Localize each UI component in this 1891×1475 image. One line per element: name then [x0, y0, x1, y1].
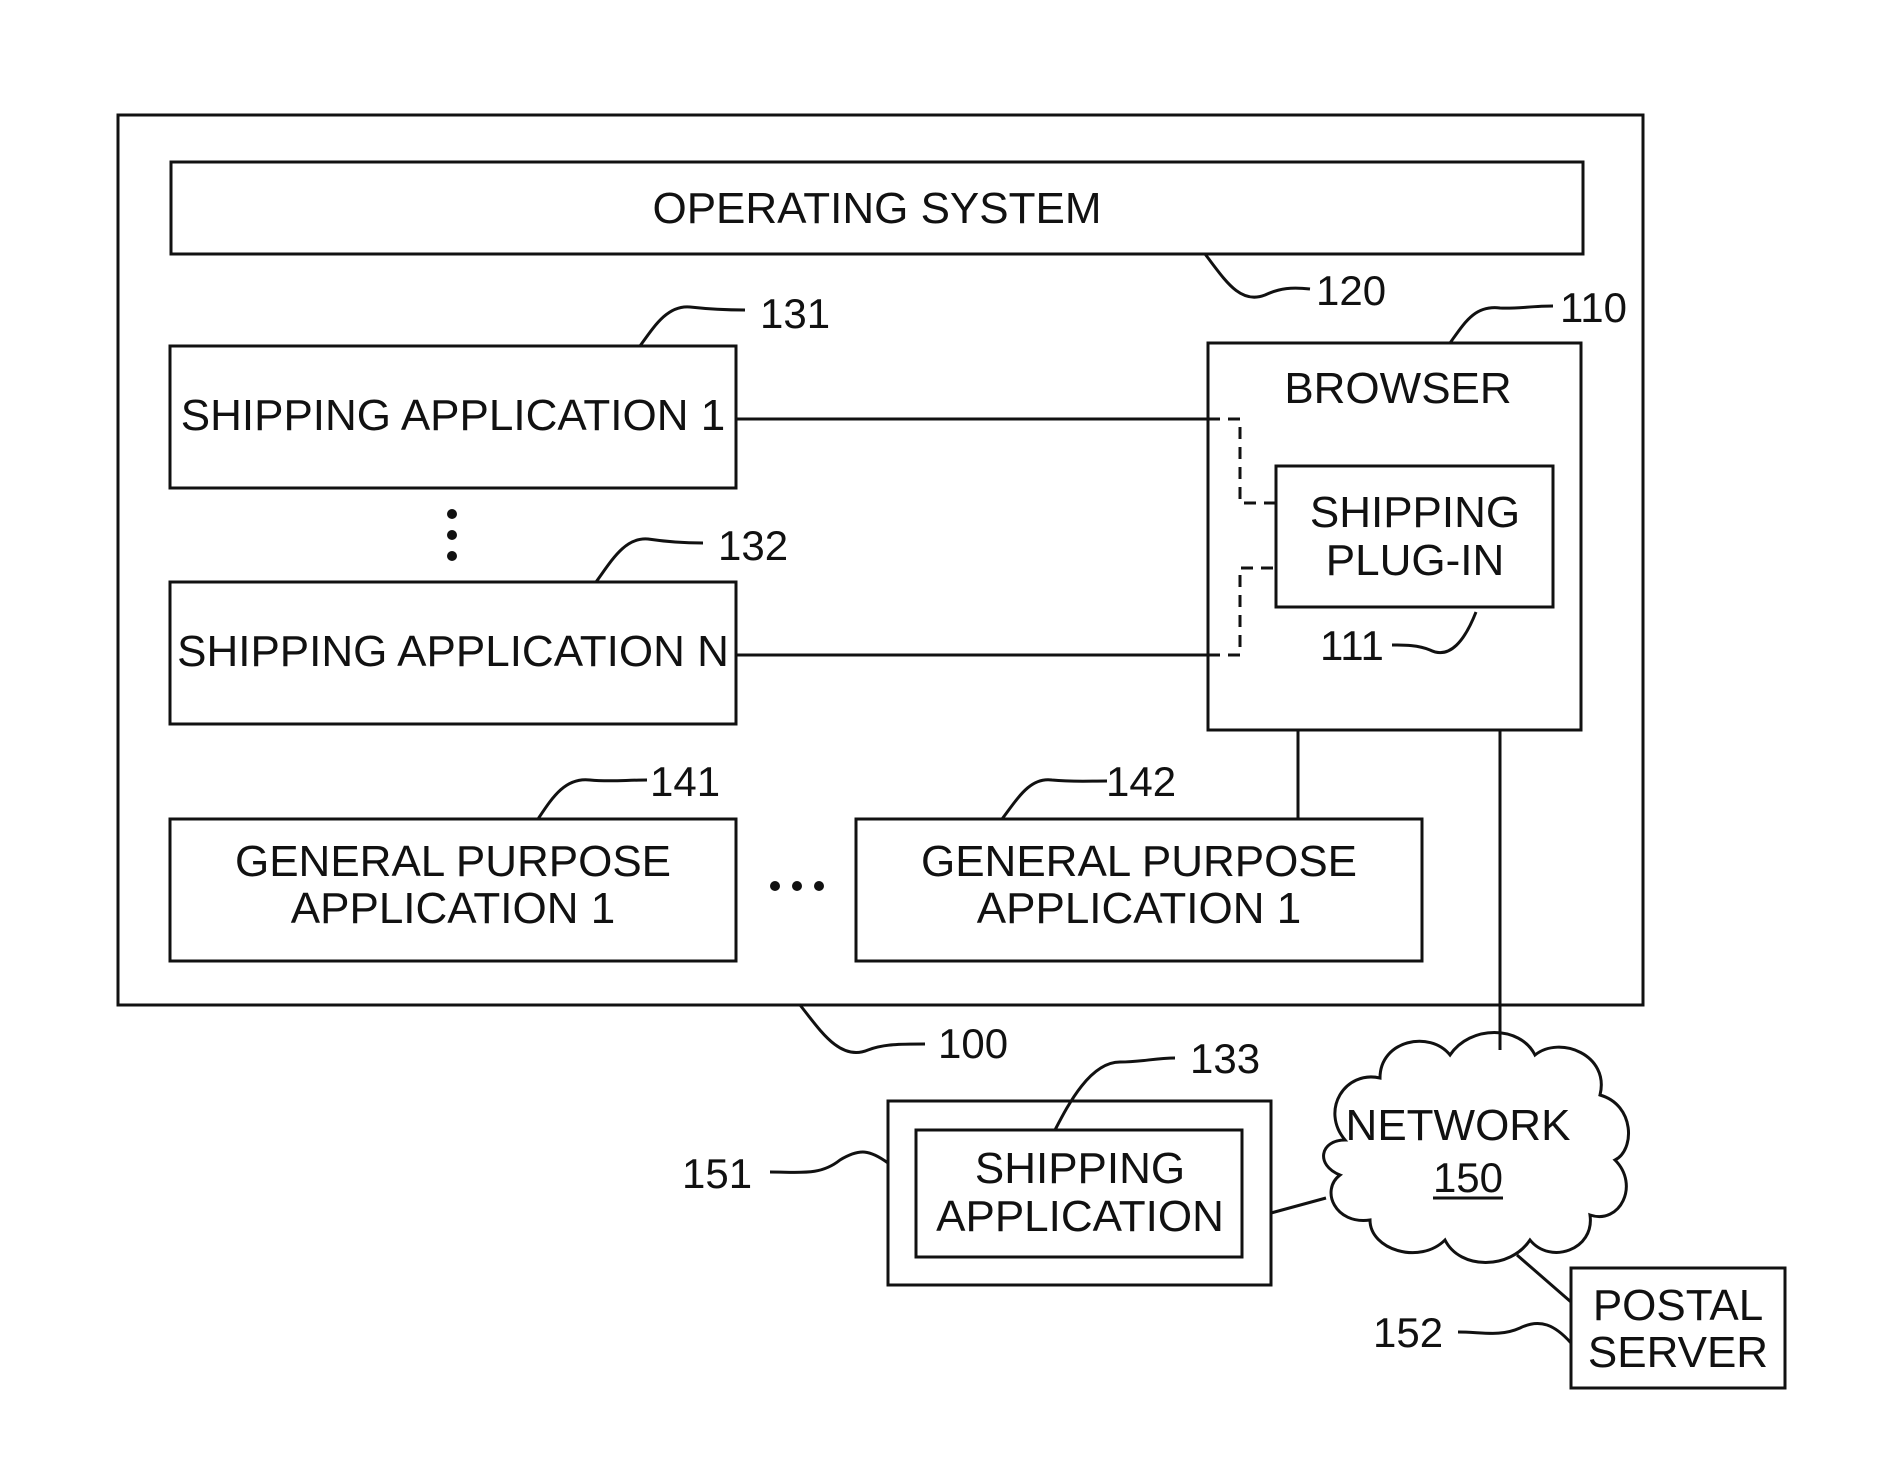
vertical-ellipsis	[447, 509, 457, 561]
operating-system-label: OPERATING SYSTEM	[652, 184, 1101, 233]
ref-110: 110	[1560, 284, 1627, 331]
remote-shipping-app-label-line2: APPLICATION	[936, 1192, 1224, 1241]
general-app-a-label-line2: APPLICATION 1	[291, 884, 615, 933]
ref-152: 152	[1373, 1309, 1443, 1356]
plugin-label-line2: PLUG-IN	[1326, 536, 1504, 585]
leader-110	[1450, 306, 1553, 343]
postal-server-label-line2: SERVER	[1588, 1328, 1768, 1377]
ref-100: 100	[938, 1020, 1008, 1067]
ref-132: 132	[718, 522, 788, 569]
leader-120	[1205, 254, 1310, 297]
leader-152	[1458, 1323, 1571, 1343]
leader-131	[640, 307, 745, 346]
shipping-app-1-label: SHIPPING APPLICATION 1	[181, 391, 725, 440]
leader-132	[596, 539, 703, 582]
ref-111: 111	[1320, 622, 1384, 669]
leader-100	[800, 1005, 925, 1053]
leader-142	[1002, 780, 1107, 819]
ref-131: 131	[760, 290, 830, 337]
horizontal-ellipsis	[770, 881, 824, 891]
plugin-dashed-route-1	[1208, 419, 1276, 503]
general-app-a-label-line1: GENERAL PURPOSE	[235, 837, 671, 886]
plugin-dashed-route-2	[1208, 568, 1276, 655]
ref-142: 142	[1106, 758, 1176, 805]
browser-label: BROWSER	[1284, 364, 1511, 413]
network-label: NETWORK	[1346, 1101, 1571, 1150]
plugin-label-line1: SHIPPING	[1310, 488, 1520, 537]
ref-141: 141	[650, 758, 720, 805]
remote-shipping-app-label-line1: SHIPPING	[975, 1144, 1185, 1193]
shipping-app-n-label: SHIPPING APPLICATION N	[177, 627, 729, 676]
leader-151	[770, 1152, 888, 1172]
general-app-b-label-line1: GENERAL PURPOSE	[921, 837, 1357, 886]
ref-133: 133	[1190, 1035, 1260, 1082]
ref-151: 151	[682, 1150, 752, 1197]
general-app-b-label-line2: APPLICATION 1	[977, 884, 1301, 933]
device-network-line	[1271, 1198, 1326, 1213]
ref-150: 150	[1433, 1154, 1503, 1201]
leader-133	[1055, 1058, 1175, 1130]
leader-111	[1392, 612, 1476, 653]
ref-120: 120	[1316, 267, 1386, 314]
postal-server-label-line1: POSTAL	[1593, 1281, 1763, 1330]
leader-141	[538, 780, 647, 819]
network-postal-line	[1517, 1255, 1571, 1302]
